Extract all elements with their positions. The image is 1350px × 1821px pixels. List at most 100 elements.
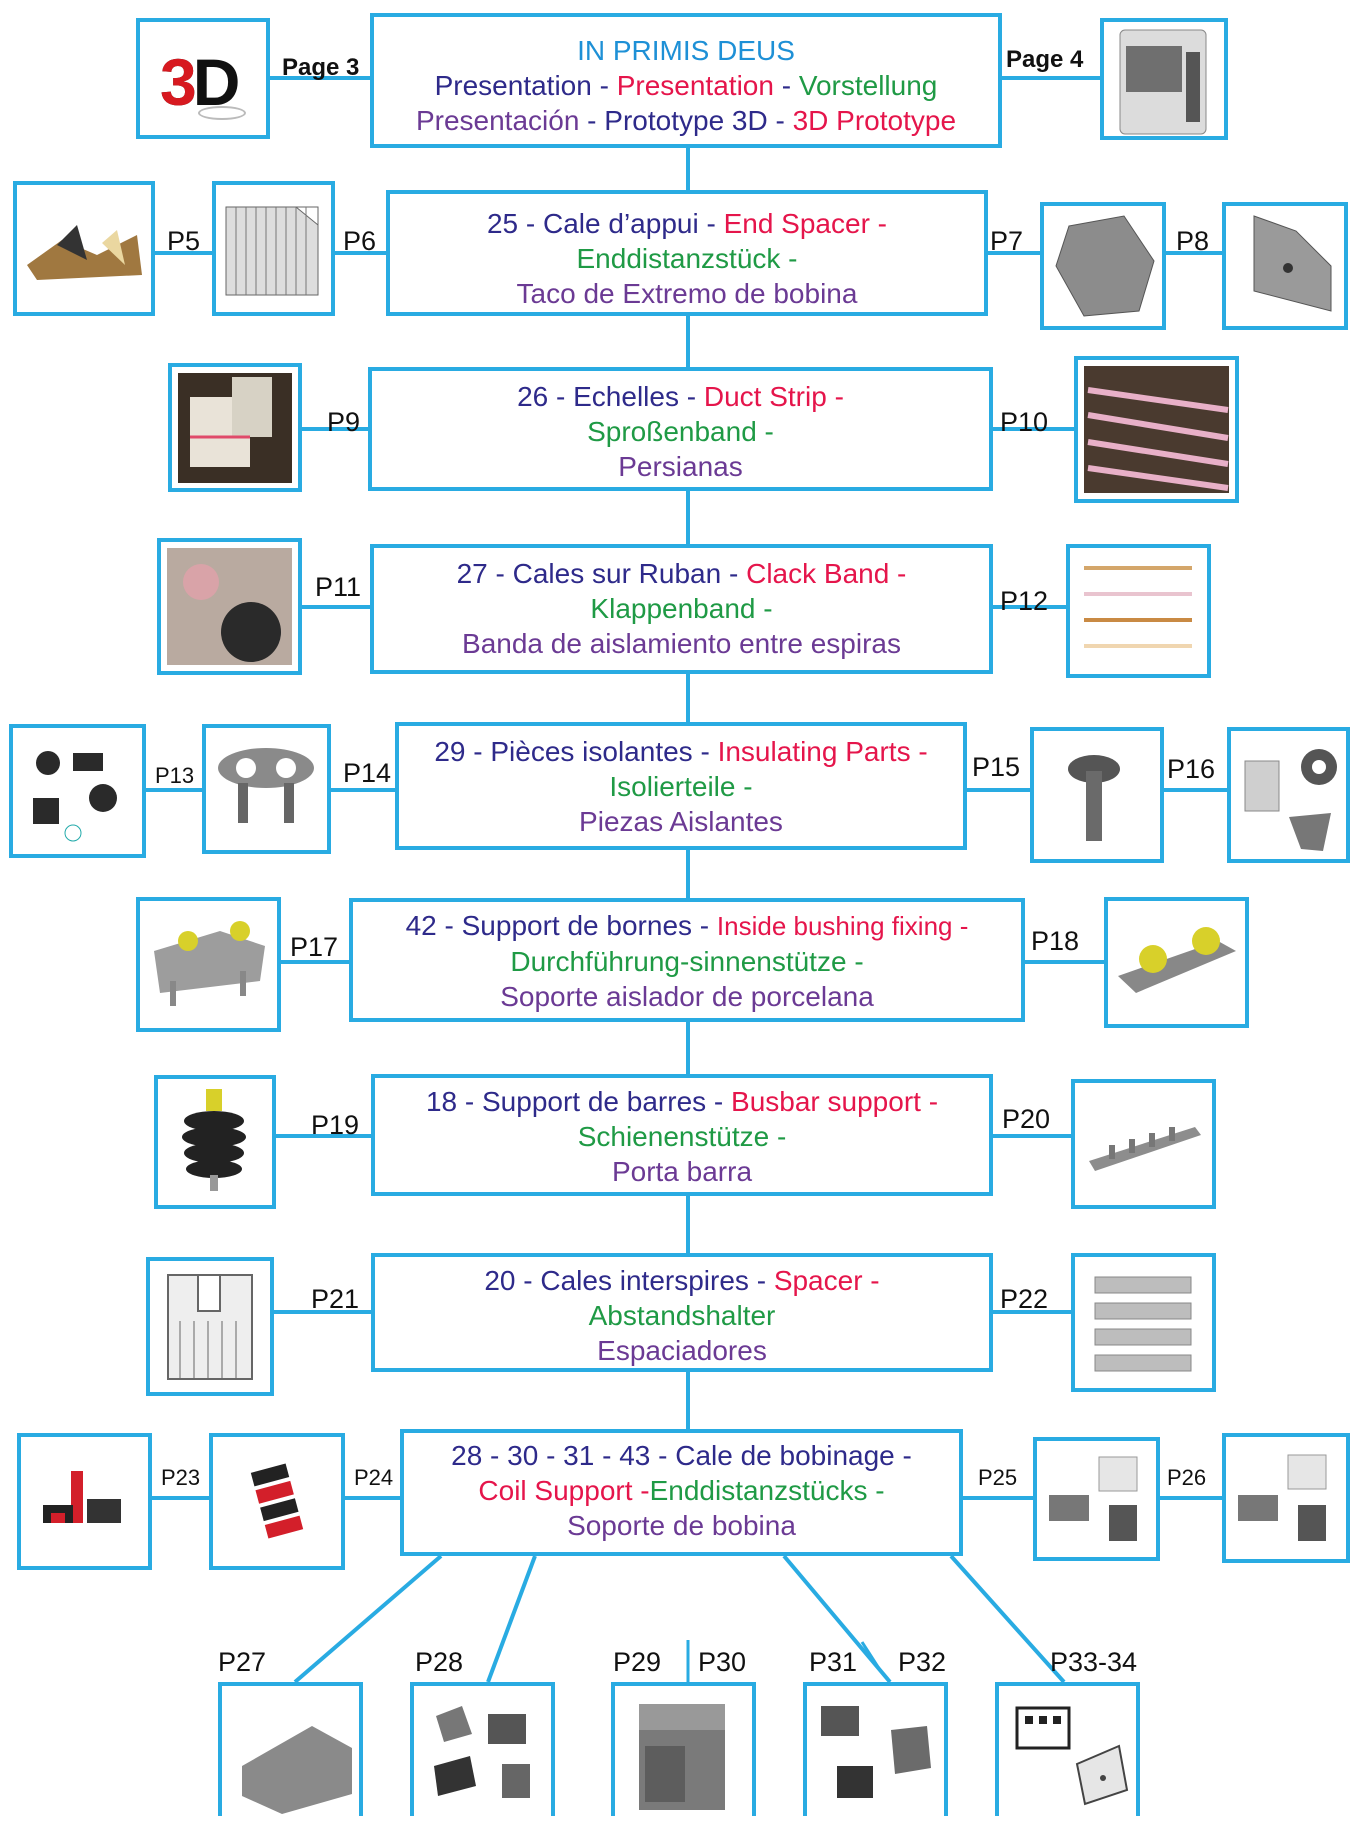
clack-band-strips-icon	[1084, 566, 1192, 648]
thumb-page4	[1100, 18, 1228, 140]
label-p19: P19	[311, 1110, 360, 1140]
terminal-block-icon	[1015, 1706, 1129, 1806]
double-ring-part-icon	[218, 748, 314, 823]
disc-spacer-icon	[1055, 215, 1155, 317]
label-p20: P20	[1002, 1104, 1051, 1134]
label-p30: P30	[698, 1647, 747, 1677]
block-spacer-icon	[1253, 215, 1332, 312]
thumb-p28	[410, 1682, 555, 1816]
thumb-p19	[154, 1075, 276, 1209]
duct-strip-stack-icon	[1084, 366, 1229, 493]
label-p29: P29	[613, 1647, 662, 1677]
label-p28: P28	[415, 1647, 464, 1677]
thumb-page3: 3D 3	[136, 18, 270, 139]
thumb-p25	[1033, 1437, 1160, 1561]
clack-band-roll-icon	[167, 548, 292, 665]
coil-support-pair-icon	[821, 1706, 931, 1798]
header-title-box: IN PRIMIS DEUS Presentation - Presentati…	[370, 13, 1002, 148]
label-page4: Page 4	[1006, 46, 1084, 73]
thumb-p7	[1040, 202, 1166, 330]
bushing-support-icon	[154, 921, 265, 1006]
section-20-box: 20 - Cales interspires - Spacer - Abstan…	[371, 1253, 993, 1372]
coil-support-grey-set-icon	[1049, 1456, 1138, 1541]
label-p8: P8	[1176, 226, 1210, 256]
thumb-p11	[157, 538, 302, 675]
header-line-1: IN PRIMIS DEUS	[577, 35, 795, 66]
label-p5: P5	[167, 226, 201, 256]
thumb-p13	[9, 724, 146, 858]
label-p22: P22	[1000, 1284, 1049, 1314]
label-p12: P12	[1000, 586, 1049, 616]
bushing-plate-icon	[1118, 927, 1236, 993]
label-p11: P11	[315, 572, 362, 602]
coil-support-pieces-icon	[434, 1706, 530, 1798]
label-p23: P23	[161, 1465, 201, 1490]
section-26-box: 26 - Echelles - Duct Strip - Sproßenband…	[368, 367, 993, 491]
coil-support-frame-icon	[639, 1704, 725, 1810]
section-29-box: 29 - Pièces isolantes - Insulating Parts…	[395, 722, 967, 850]
thumb-p8	[1222, 202, 1348, 330]
label-p7: P7	[990, 226, 1024, 256]
spacer-comb-icon	[1094, 1276, 1192, 1372]
ribbed-spacer-icon	[225, 206, 319, 296]
label-p17: P17	[290, 932, 339, 962]
section-28-box: 28 - 30 - 31 - 43 - Cale de bobinage - C…	[400, 1429, 963, 1556]
thumb-p33-34	[995, 1682, 1140, 1816]
thumb-p31-32	[803, 1682, 948, 1816]
header-line-2: Presentation - Presentation - Vorstellun…	[434, 70, 938, 101]
label-p13: P13	[155, 763, 195, 788]
section-25-box: 25 - Cale d’appui - End Spacer - Enddist…	[386, 190, 988, 316]
label-p14: P14	[343, 758, 392, 788]
logo-3d-shadow	[198, 106, 246, 120]
duct-strip-roll-icon	[178, 373, 292, 483]
insulating-pin-icon	[1068, 755, 1120, 841]
label-p9: P9	[327, 407, 361, 437]
label-p18: P18	[1031, 926, 1080, 956]
label-p27: P27	[218, 1647, 267, 1677]
busbar-insulator-icon	[182, 1089, 246, 1191]
coil-support-stack-icon	[250, 1463, 304, 1539]
label-p21: P21	[311, 1284, 360, 1314]
thumb-p12	[1066, 544, 1211, 678]
insulating-parts-set-icon	[33, 751, 117, 842]
coil-support-block-icon	[242, 1726, 352, 1814]
end-spacers-icon	[27, 225, 142, 280]
label-p10: P10	[1000, 407, 1049, 437]
label-p26: P26	[1167, 1465, 1207, 1490]
thumb-p9	[168, 363, 302, 492]
thumb-p10	[1074, 356, 1239, 503]
label-p16: P16	[1167, 754, 1216, 784]
logo-3d-red-digit: 3	[160, 45, 196, 114]
label-p25: P25	[978, 1465, 1018, 1490]
label-p31: P31	[809, 1647, 858, 1677]
label-p33-34: P33-34	[1050, 1647, 1138, 1677]
thumb-p14	[202, 724, 331, 854]
label-page3: Page 3	[282, 54, 360, 81]
thumb-p5	[13, 181, 155, 316]
label-p15: P15	[972, 752, 1021, 782]
label-p32: P32	[898, 1647, 947, 1677]
thumb-p29-30	[611, 1682, 756, 1816]
busbar-rail-icon	[1089, 1127, 1201, 1171]
tube-washer-icon	[1244, 749, 1337, 851]
thumb-p27	[218, 1682, 363, 1816]
interspire-spacer-icon	[167, 1274, 253, 1380]
header-line-3: Presentación - Prototype 3D - 3D Prototy…	[415, 105, 957, 136]
thumb-p17	[136, 897, 281, 1032]
section-27-box: 27 - Cales sur Ruban - Clack Band - Klap…	[370, 544, 993, 674]
thumb-p18	[1104, 897, 1249, 1028]
label-p24: P24	[354, 1465, 394, 1490]
thumb-p21	[146, 1257, 274, 1396]
thumb-p6	[212, 181, 335, 316]
thumb-p16	[1227, 727, 1350, 863]
thumb-p23	[17, 1433, 152, 1570]
thumb-p22	[1071, 1253, 1216, 1392]
printer-icon	[1119, 29, 1207, 135]
thumb-p26	[1222, 1433, 1350, 1563]
coil-support-red-icon	[43, 1471, 121, 1523]
label-p6: P6	[343, 226, 377, 256]
coil-support-grey-set-2-icon	[1238, 1454, 1327, 1541]
thumb-p15	[1030, 727, 1164, 863]
section-18-box: 18 - Support de barres - Busbar support …	[371, 1074, 993, 1196]
